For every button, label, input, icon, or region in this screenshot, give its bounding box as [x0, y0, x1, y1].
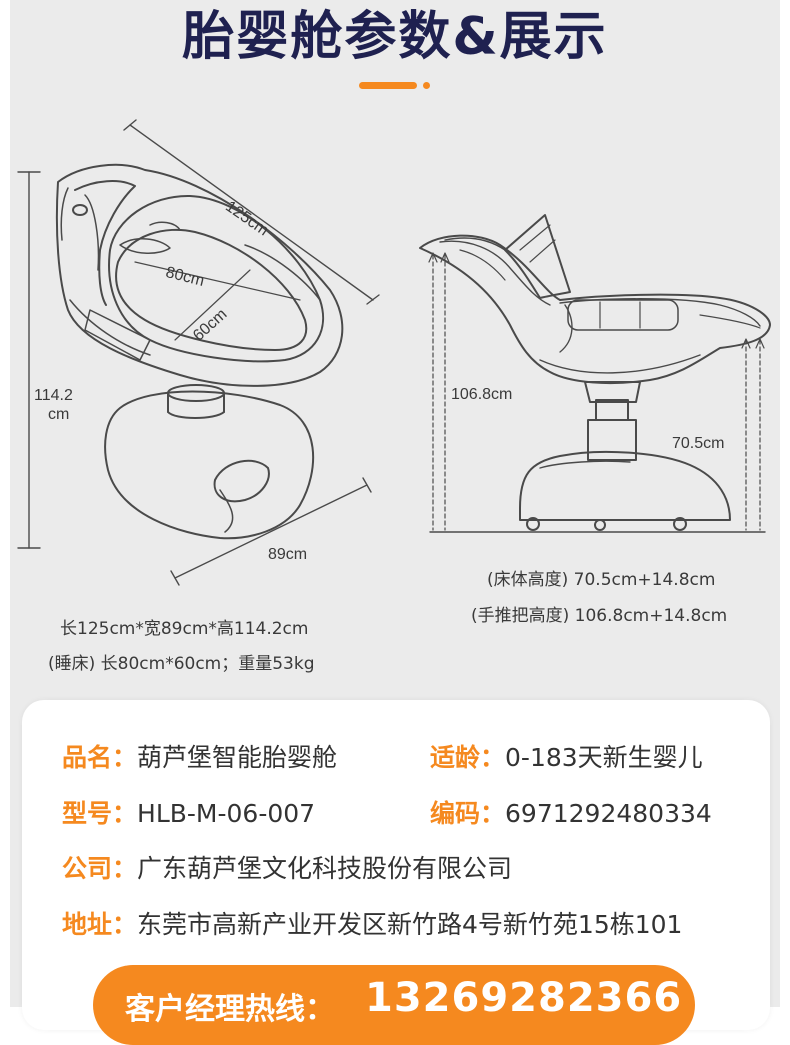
left-view-drawing: [17, 119, 380, 586]
address-key: 地址：: [62, 910, 138, 939]
address-value: 东莞市高新产业开发区新竹路4号新竹苑15栋101: [137, 910, 683, 939]
age-key: 适龄：: [430, 743, 506, 772]
code-row: 编码：6971292480334: [430, 794, 712, 830]
width-label: 89cm: [268, 546, 308, 563]
title-underline-dot: [423, 82, 430, 89]
page-title: 胎婴舱参数&展示: [182, 7, 608, 67]
right-view-drawing: [419, 214, 771, 533]
product-drawings: [17, 119, 771, 586]
height-label-2: cm: [48, 406, 70, 423]
bed-height-label: 70.5cm: [672, 435, 725, 452]
bed-caption: (睡床) 长80cm*60cm；重量53kg: [48, 654, 315, 674]
code-key: 编码：: [430, 799, 506, 828]
product-name-row: 品名：葫芦堡智能胎婴舱: [62, 738, 337, 774]
model-key: 型号：: [62, 799, 138, 828]
model-value: HLB-M-06-007: [137, 799, 316, 828]
hotline-banner[interactable]: 客户经理热线： 13269282366: [93, 965, 695, 1045]
height-label-1: 114.2: [34, 387, 73, 404]
handle-height-caption: (手推把高度) 106.8cm+14.8cm: [471, 606, 728, 626]
title-underline: [359, 82, 417, 89]
hotline-label: 客户经理热线：: [125, 992, 335, 1027]
model-row: 型号：HLB-M-06-007: [62, 794, 315, 830]
company-key: 公司：: [62, 854, 138, 883]
product-name-key: 品名：: [62, 743, 138, 772]
code-value: 6971292480334: [505, 799, 712, 828]
bed-height-caption: (床体高度) 70.5cm+14.8cm: [487, 570, 716, 590]
age-value: 0-183天新生婴儿: [505, 743, 703, 772]
product-name-value: 葫芦堡智能胎婴舱: [137, 743, 338, 772]
company-value: 广东葫芦堡文化科技股份有限公司: [137, 854, 513, 883]
handle-height-label: 106.8cm: [451, 386, 513, 403]
hotline-number[interactable]: 13269282366: [365, 975, 683, 1021]
age-row: 适龄：0-183天新生婴儿: [430, 738, 703, 774]
address-row: 地址：东莞市高新产业开发区新竹路4号新竹苑15栋101: [62, 905, 682, 941]
dimensions-caption: 长125cm*宽89cm*高114.2cm: [60, 619, 309, 639]
company-row: 公司：广东葫芦堡文化科技股份有限公司: [62, 849, 512, 885]
